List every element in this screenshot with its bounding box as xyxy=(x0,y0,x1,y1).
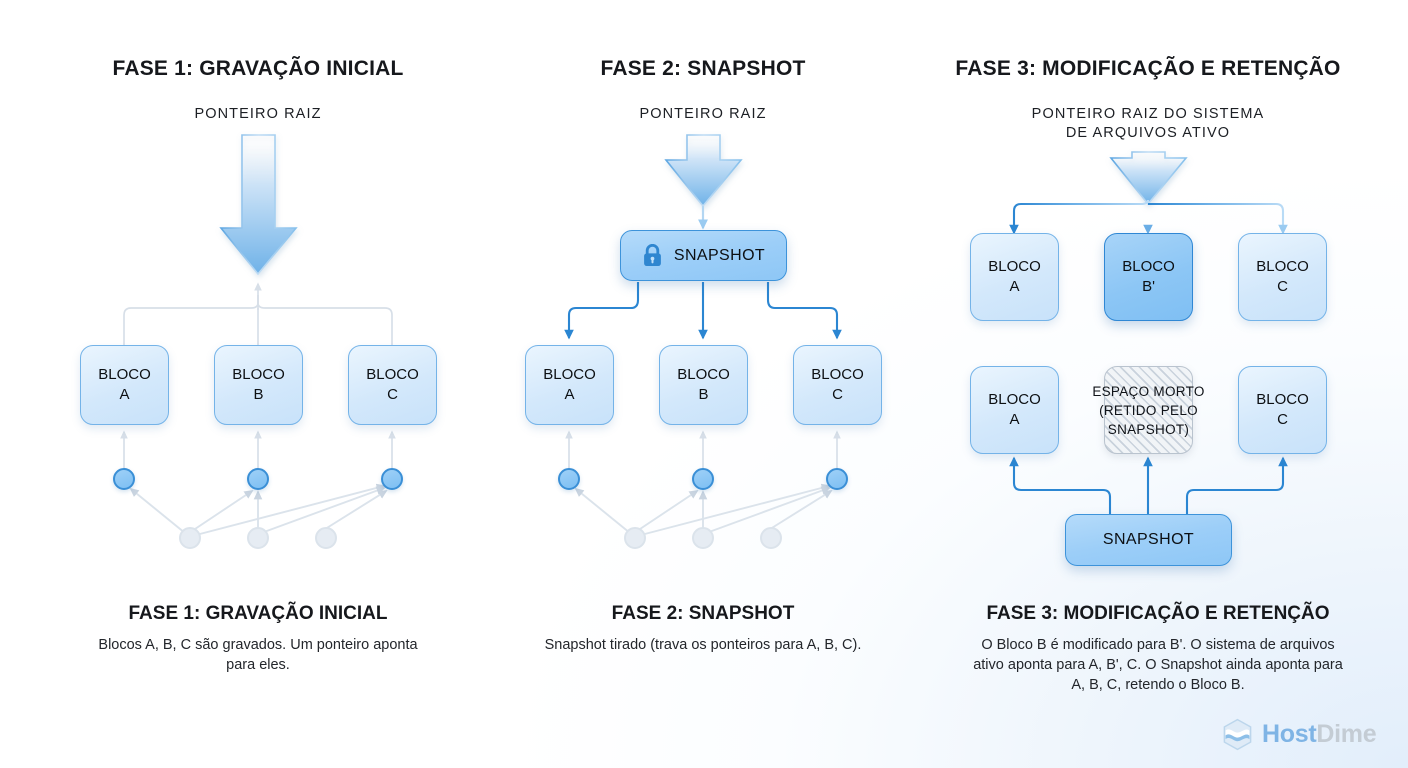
block-label-line2: A xyxy=(119,386,130,403)
hostdime-hexagon-icon xyxy=(1223,718,1252,751)
faded-node-3-phase2 xyxy=(760,527,782,549)
block-label-line2: C xyxy=(1277,411,1288,428)
block-label-line2: A xyxy=(1009,411,1020,428)
caption-title-1: FASE 1: GRAVAÇÃO INICIAL xyxy=(128,603,388,624)
active-block-b-prime-phase3[interactable]: BLOCO B' xyxy=(1104,233,1193,321)
block-label-line1: BLOCO xyxy=(98,366,151,383)
pointer-node-b-phase2 xyxy=(692,468,714,490)
retained-block-a-phase3[interactable]: BLOCO A xyxy=(970,366,1059,454)
pointer-node-a-phase2 xyxy=(558,468,580,490)
block-label-line2: B' xyxy=(1142,278,1155,295)
block-c-phase2[interactable]: BLOCO C xyxy=(793,345,882,425)
block-c-phase1[interactable]: BLOCO C xyxy=(348,345,437,425)
block-label-line1: BLOCO xyxy=(677,366,730,383)
caption-title-2: FASE 2: SNAPSHOT xyxy=(611,603,795,624)
phase-title-1: FASE 1: GRAVAÇÃO INICIAL xyxy=(112,57,404,80)
pointer-label-1: PONTEIRO RAIZ xyxy=(194,106,322,122)
dead-space-block-phase3: ESPAÇO MORTO (RETIDO PELO SNAPSHOT) xyxy=(1092,366,1204,454)
faded-node-1-phase2 xyxy=(624,527,646,549)
block-label-line1: BLOCO xyxy=(543,366,596,383)
caption-title-3: FASE 3: MODIFICAÇÃO E RETENÇÃO xyxy=(986,603,1330,624)
active-block-a-phase3[interactable]: BLOCO A xyxy=(970,233,1059,321)
faded-node-2-phase2 xyxy=(692,527,714,549)
faded-node-3-phase1 xyxy=(315,527,337,549)
phase-title-3: FASE 3: MODIFICAÇÃO E RETENÇÃO xyxy=(955,57,1341,80)
block-label-line1: BLOCO xyxy=(1256,258,1309,275)
block-label-line1: BLOCO xyxy=(1122,258,1175,275)
root-pointer-arrow-2 xyxy=(664,134,743,208)
block-b-phase2[interactable]: BLOCO B xyxy=(659,345,748,425)
faded-node-2-phase1 xyxy=(247,527,269,549)
pointer-label-3-line1: PONTEIRO RAIZ DO SISTEMA xyxy=(1031,106,1265,122)
caption-body-3: O Bloco B é modificado para B'. O sistem… xyxy=(973,637,1343,693)
block-label-line2: A xyxy=(1009,278,1020,295)
dead-space-line2: (RETIDO PELO xyxy=(1099,402,1198,418)
block-label-line1: BLOCO xyxy=(366,366,419,383)
faded-node-1-phase1 xyxy=(179,527,201,549)
retained-block-c-phase3[interactable]: BLOCO C xyxy=(1238,366,1327,454)
pointer-node-c-phase1 xyxy=(381,468,403,490)
caption-body-2: Snapshot tirado (trava os ponteiros para… xyxy=(544,637,862,653)
block-label-line1: BLOCO xyxy=(811,366,864,383)
block-label-line2: C xyxy=(1277,278,1288,295)
active-block-c-phase3[interactable]: BLOCO C xyxy=(1238,233,1327,321)
root-pointer-arrow-1 xyxy=(219,134,298,276)
logo-host-text: Host xyxy=(1262,720,1317,748)
block-label-line2: B xyxy=(253,386,264,403)
block-label-line2: C xyxy=(387,386,398,403)
block-a-phase1[interactable]: BLOCO A xyxy=(80,345,169,425)
block-a-phase2[interactable]: BLOCO A xyxy=(525,345,614,425)
block-label-line2: C xyxy=(832,386,843,403)
snapshot-box-phase2[interactable]: SNAPSHOT xyxy=(620,230,787,281)
snapshot-label: SNAPSHOT xyxy=(1102,531,1195,548)
hostdime-logo: HostDime xyxy=(1222,718,1377,751)
logo-dime-text: Dime xyxy=(1316,720,1377,748)
block-label-line1: BLOCO xyxy=(1256,391,1309,408)
pointer-label-2: PONTEIRO RAIZ xyxy=(639,106,767,122)
dead-space-line3: SNAPSHOT) xyxy=(1107,421,1190,437)
lock-icon xyxy=(643,243,661,266)
dead-space-line1: ESPAÇO MORTO xyxy=(1092,383,1205,399)
block-label-line1: BLOCO xyxy=(232,366,285,383)
snapshot-box-phase3[interactable]: SNAPSHOT xyxy=(1065,514,1232,566)
caption-body-1: Blocos A, B, C são gravados. Um ponteiro… xyxy=(98,637,418,673)
snapshot-label: SNAPSHOT xyxy=(673,246,766,264)
block-label-line1: BLOCO xyxy=(988,391,1041,408)
logo-wordmark: HostDime xyxy=(1262,720,1377,749)
pointer-node-b-phase1 xyxy=(247,468,269,490)
phase-title-2: FASE 2: SNAPSHOT xyxy=(600,57,806,80)
block-label-line2: A xyxy=(564,386,575,403)
pointer-label-3: PONTEIRO RAIZ DO SISTEMA DE ARQUIVOS ATI… xyxy=(948,105,1348,143)
pointer-node-a-phase1 xyxy=(113,468,135,490)
block-label-line1: BLOCO xyxy=(988,258,1041,275)
pointer-node-c-phase2 xyxy=(826,468,848,490)
root-pointer-arrow-3 xyxy=(1109,151,1188,206)
block-label-line2: B xyxy=(698,386,709,403)
pointer-label-3-line2: DE ARQUIVOS ATIVO xyxy=(1065,125,1231,141)
block-b-phase1[interactable]: BLOCO B xyxy=(214,345,303,425)
